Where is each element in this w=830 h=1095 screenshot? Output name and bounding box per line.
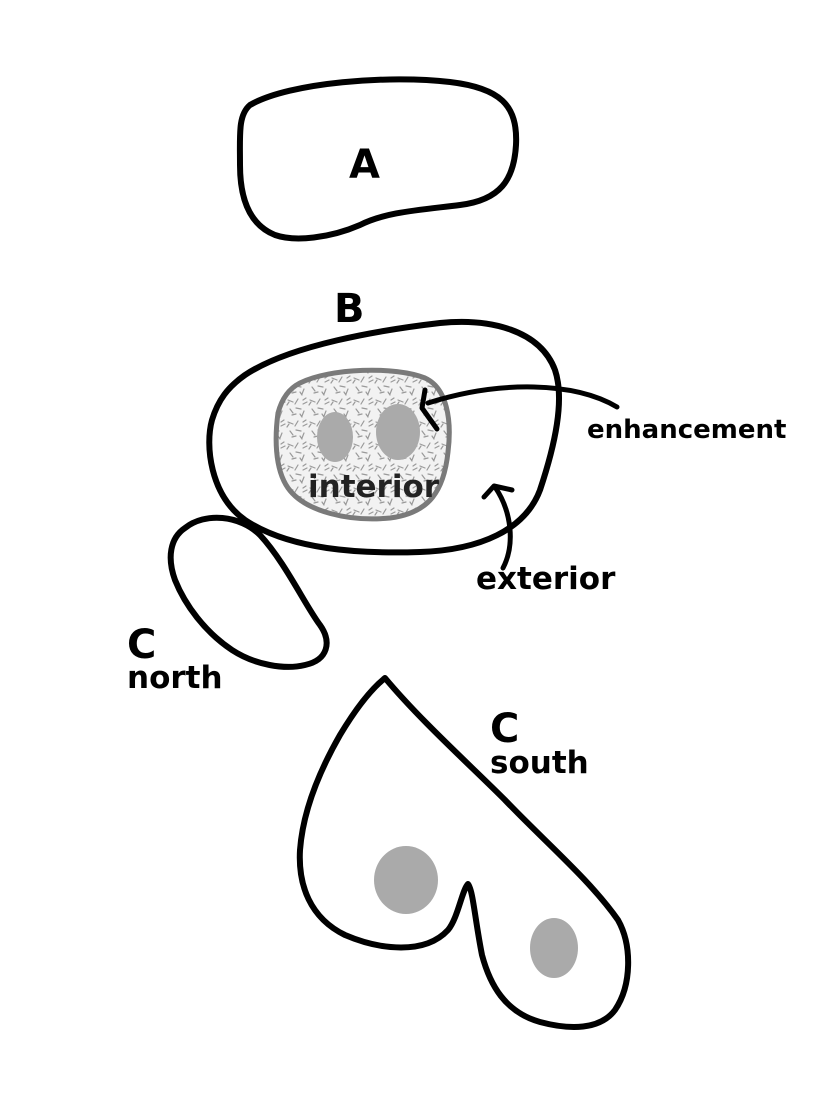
region-a-outline [236, 76, 520, 242]
exterior-arrow-head [481, 483, 515, 500]
exterior-arrow-line [492, 484, 513, 571]
enhancement-spot [317, 412, 353, 462]
region-c-north-word: north [127, 660, 223, 696]
exterior-label: exterior [476, 561, 616, 597]
region-c-north-letter: C [127, 622, 156, 668]
region-c-south-word: south [490, 745, 589, 781]
enhancement-arrow-line [425, 384, 620, 410]
enhancement-spot [374, 846, 438, 914]
enhancement-spot [376, 404, 420, 460]
region-b-label: B [334, 286, 365, 332]
region-c-south-letter: C [490, 706, 519, 752]
region-c-south-outline [296, 675, 632, 1030]
interior-label: interior [308, 469, 440, 505]
region-a-label: A [349, 142, 380, 188]
region-c-north-outline [167, 514, 330, 670]
enhancement-arrow-head [419, 387, 440, 432]
enhancement-spot [530, 918, 578, 978]
enhancement-label: enhancement [587, 415, 786, 445]
